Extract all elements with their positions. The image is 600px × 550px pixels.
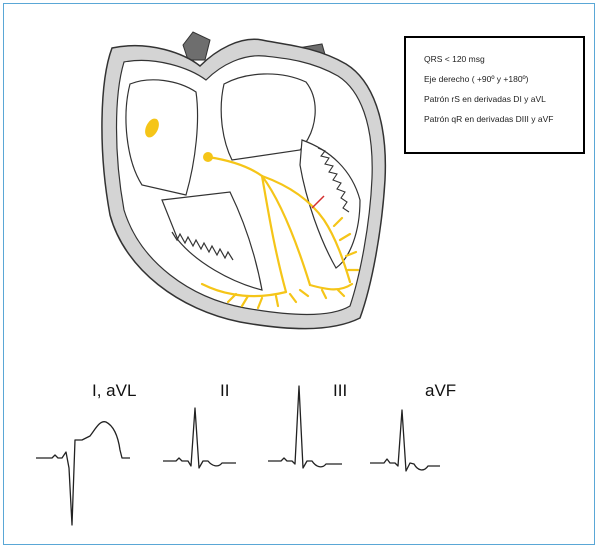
ecg-trace-avf bbox=[370, 410, 440, 471]
ecg-trace-ii bbox=[163, 408, 236, 468]
ecg-trace-iii bbox=[268, 386, 342, 468]
ecg-trace-i-avl bbox=[36, 422, 130, 525]
